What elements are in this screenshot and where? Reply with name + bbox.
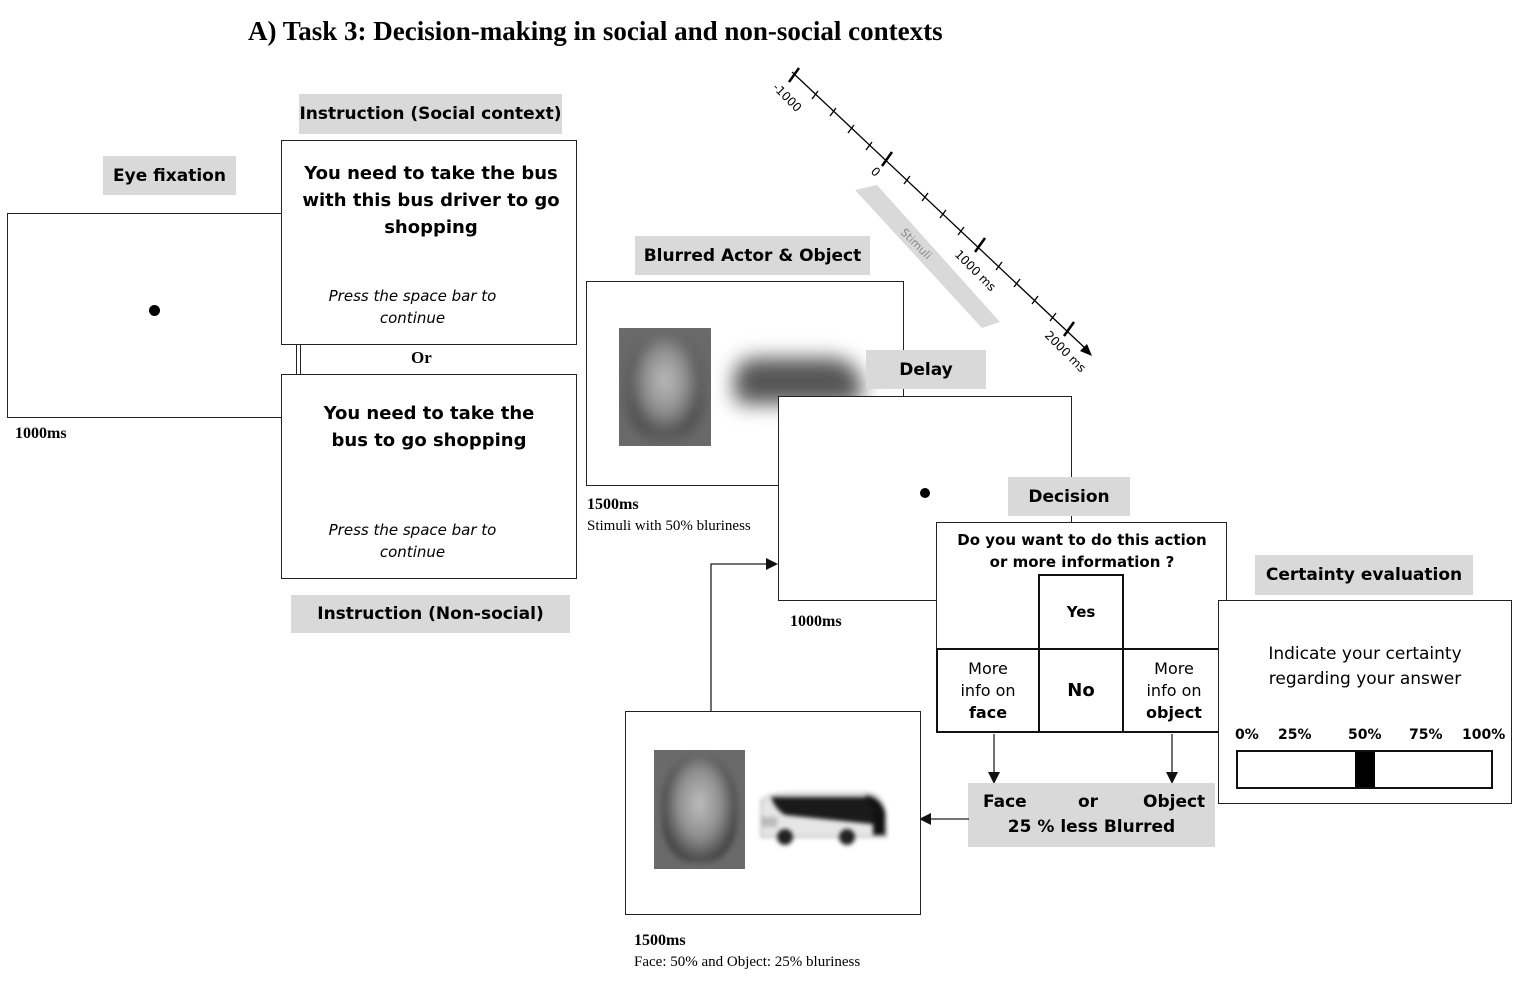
instruction-nonsocial-prompt: Press the space bar to continue [328,521,497,561]
delay-dot [920,488,930,498]
instruction-social-screen [281,140,577,345]
certainty-label: Certainty evaluation [1255,555,1473,595]
tick-minus1000: -1000 [770,80,805,115]
delay-label: Delay [866,350,986,389]
figure-title: A) Task 3: Decision-making in social and… [248,16,943,46]
instruction-social-label: Instruction (Social context) [299,94,562,134]
more-info-object-button[interactable]: More info on object [1122,648,1226,733]
connector-line [300,344,301,376]
certainty-slider[interactable] [1236,750,1493,789]
tick-0: 0 [868,164,883,179]
blurred-face-image [619,328,711,446]
more-info-object-line1: More [1154,658,1194,678]
certainty-tick-100: 100% [1462,727,1506,743]
less-blurred-box [968,783,1215,847]
more-info-face-button[interactable]: More info on face [936,648,1040,733]
no-button[interactable]: No [1038,648,1124,733]
timeline-axis: -1000 0 1000 ms 2000 ms Stimuli [770,67,1092,375]
result-face-image [654,750,745,869]
stimuli-band [855,185,1000,328]
more-info-face-line1: More [968,658,1008,678]
less-blurred-object: Object [1143,792,1206,812]
certainty-tick-0: 0% [1235,727,1259,743]
instruction-nonsocial-label: Instruction (Non-social) [291,595,570,633]
result-duration: 1500ms [634,932,686,949]
result-note: Face: 50% and Object: 25% bluriness [634,954,861,970]
instruction-social-text: You need to take the bus with this bus d… [302,163,560,238]
blurred-note: Stimuli with 50% bluriness [587,518,751,534]
more-info-face-line3: face [968,702,1008,722]
instruction-nonsocial-text: You need to take the bus to go shopping [323,403,535,451]
eye-fixation-duration: 1000ms [15,425,67,442]
less-blurred-arrow [919,813,969,825]
certainty-text: Indicate your certainty regarding your a… [1268,644,1462,689]
decision-label: Decision [1008,477,1130,516]
certainty-tick-75: 75% [1409,727,1443,743]
certainty-tick-25: 25% [1278,727,1312,743]
more-info-object-line3: object [1146,702,1202,722]
decision-question: Do you want to do this action or more in… [957,531,1207,571]
more-info-object-line2: info on [1146,680,1202,700]
result-bus-image [760,792,888,845]
instruction-social-prompt: Press the space bar to continue [328,287,497,327]
blurred-label: Blurred Actor & Object [635,236,870,275]
less-blurred-face: Face [983,792,1027,812]
fixation-dot [149,305,160,316]
certainty-tick-50: 50% [1348,727,1382,743]
instruction-nonsocial-screen [281,374,577,579]
less-blurred-text: 25 % less Blurred [1007,817,1176,837]
decision-down-arrows [988,734,1178,784]
delay-duration: 1000ms [790,613,842,630]
eye-fixation-label: Eye fixation [103,156,236,195]
loop-arrow [710,558,778,712]
more-info-face-line2: info on [960,680,1016,700]
less-blurred-or: or [1078,792,1099,812]
certainty-slider-handle[interactable] [1354,752,1375,787]
or-label: Or [411,348,432,367]
yes-button[interactable]: Yes [1038,574,1124,650]
blurred-duration: 1500ms [587,496,639,513]
